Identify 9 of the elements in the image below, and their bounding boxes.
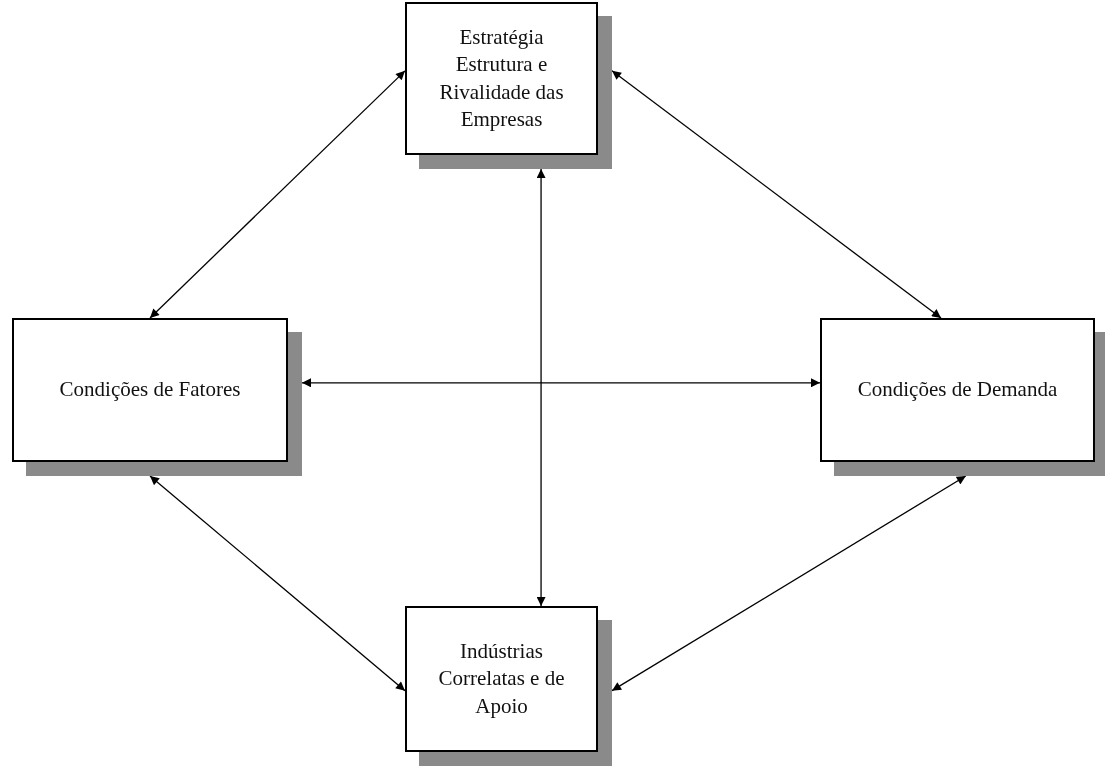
box-label: Condições de Demanda <box>857 376 1058 404</box>
box-label: Indústrias Correlatas e de Apoio <box>437 638 566 720</box>
box-label: Estratégia Estrutura e Rivalidade das Empresas <box>438 23 565 133</box>
box-label: Condições de Fatores <box>59 376 241 404</box>
double-arrow <box>611 475 967 692</box>
double-arrow <box>149 475 406 692</box>
double-arrow <box>149 70 406 319</box>
double-arrow <box>536 168 546 607</box>
double-arrow <box>611 70 942 319</box>
